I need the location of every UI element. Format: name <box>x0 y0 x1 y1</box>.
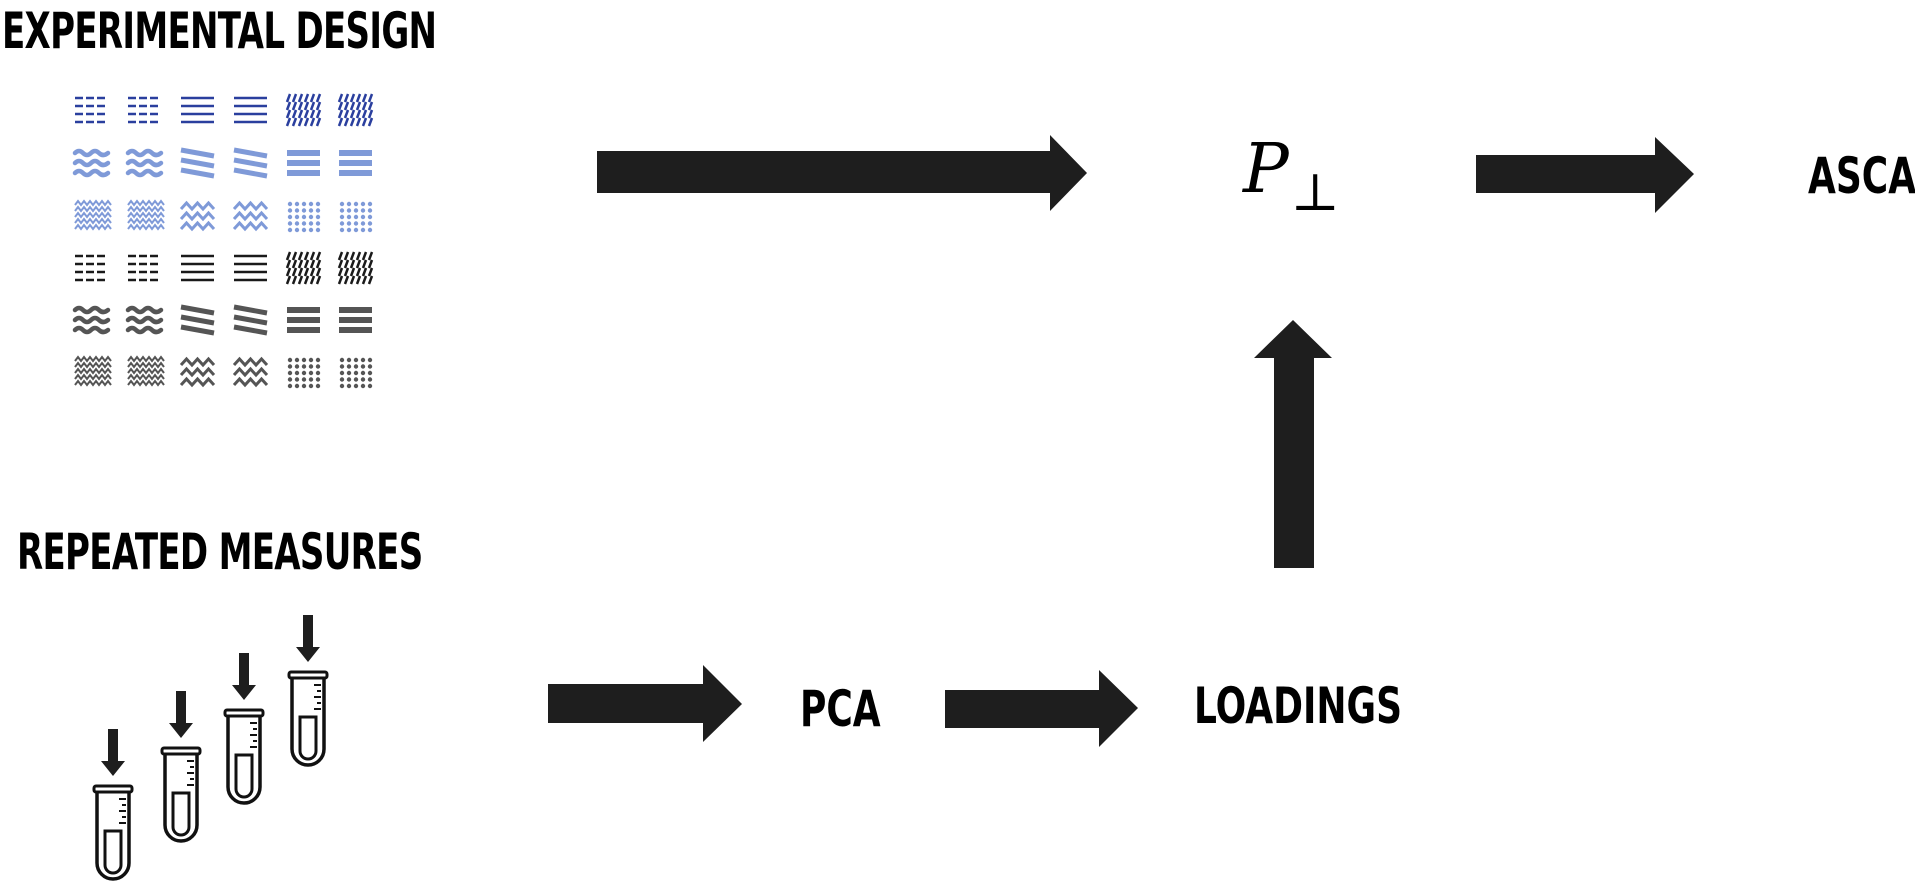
pattern-cell <box>339 201 373 233</box>
pattern-cell <box>127 199 165 231</box>
pattern-cell <box>233 304 268 336</box>
pattern-cell <box>287 201 321 233</box>
pattern-cell <box>180 304 215 336</box>
projection-letter: P <box>1243 130 1289 209</box>
pattern-cell <box>179 356 216 388</box>
pattern-cell <box>339 357 373 389</box>
pattern-cell <box>285 251 322 285</box>
pca-label: PCA <box>800 680 881 738</box>
pattern-cell <box>74 199 112 231</box>
pattern-cell <box>337 251 374 285</box>
pca-to-loadings-arrow <box>945 670 1138 747</box>
loadings-to-projection-arrow <box>1254 320 1332 568</box>
orthogonal-projection-symbol: P⊥ <box>1243 130 1340 223</box>
pattern-cell <box>181 254 214 282</box>
pattern-cell <box>128 254 158 282</box>
pattern-cell <box>74 355 112 387</box>
experimental-design-title: EXPERIMENTAL DESIGN <box>2 2 437 60</box>
loadings-label: LOADINGS <box>1194 677 1403 735</box>
down-arrow-icon <box>101 729 125 776</box>
test-tube-icon <box>223 708 265 805</box>
down-arrow-icon <box>296 615 320 662</box>
measures-to-pca-arrow <box>548 665 742 742</box>
asca-label: ASCA <box>1808 147 1915 205</box>
test-tube-icon <box>92 784 134 881</box>
pattern-cell <box>234 96 267 124</box>
test-tube-icon <box>287 670 329 767</box>
down-arrow-icon <box>169 691 193 738</box>
pattern-cell <box>287 150 320 176</box>
pattern-cell <box>125 148 164 178</box>
pattern-cell <box>181 96 214 124</box>
experimental-design-grid <box>72 93 374 389</box>
pattern-cell <box>339 307 372 333</box>
pattern-cell <box>75 254 105 282</box>
repeated-measures-title: REPEATED MEASURES <box>17 523 423 581</box>
test-tube-icon <box>160 746 202 843</box>
design-to-projection-arrow <box>597 135 1087 211</box>
down-arrow-icon <box>232 653 256 700</box>
pattern-cell <box>339 150 372 176</box>
perpendicular-subscript: ⊥ <box>1290 163 1340 223</box>
pattern-cell <box>125 305 164 335</box>
projection-to-asca-arrow <box>1476 137 1694 213</box>
pattern-cell <box>285 93 322 127</box>
pattern-cell <box>72 148 111 178</box>
pattern-cell <box>287 357 321 389</box>
pattern-cell <box>75 96 105 124</box>
pattern-cell <box>128 96 158 124</box>
pattern-cell <box>337 93 374 127</box>
pattern-cell <box>287 307 320 333</box>
pattern-cell <box>180 147 215 179</box>
pattern-cell <box>233 147 268 179</box>
pattern-cell <box>127 355 165 387</box>
pattern-cell <box>232 356 269 388</box>
pattern-cell <box>232 200 269 232</box>
pattern-cell <box>72 305 111 335</box>
pattern-cell <box>234 254 267 282</box>
pattern-cell <box>179 200 216 232</box>
repeated-measures-tubes <box>92 615 329 881</box>
